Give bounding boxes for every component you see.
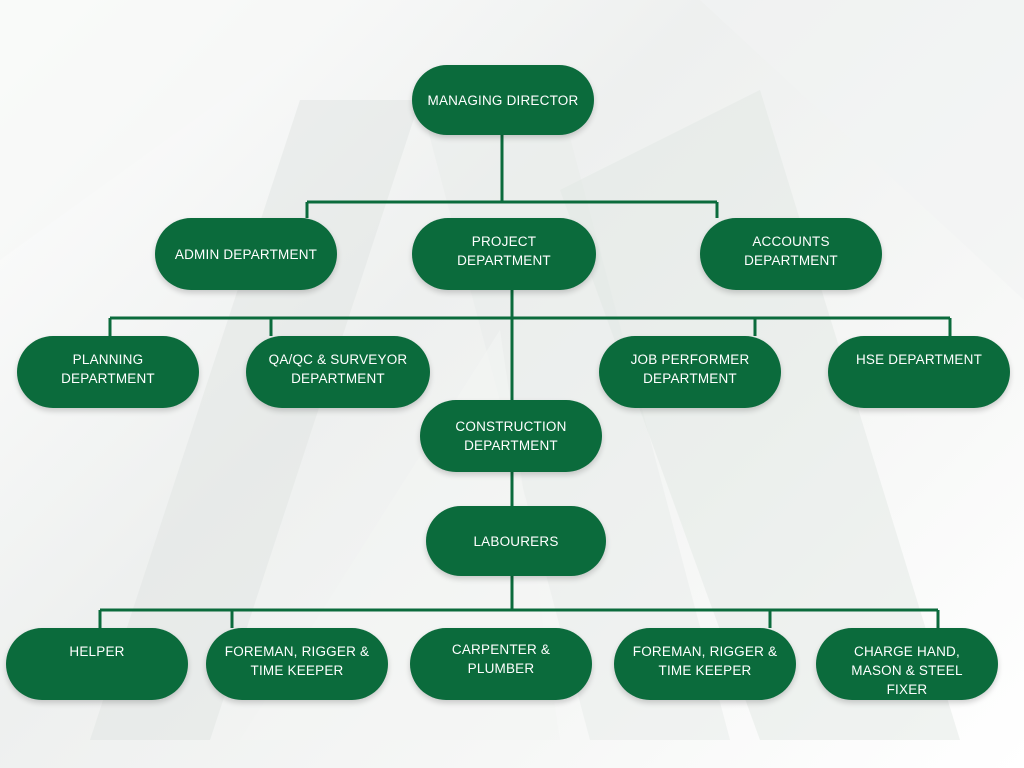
job-performer-department-label: JOB PERFORMER DEPARTMENT	[630, 352, 750, 386]
planning-department-label: PLANNING DEPARTMENT	[61, 352, 155, 386]
project-department-node: PROJECT DEPARTMENT	[412, 218, 596, 290]
job-performer-department-node: JOB PERFORMER DEPARTMENT	[599, 336, 781, 408]
admin-department-label: ADMIN DEPARTMENT	[174, 246, 318, 262]
carpenter-plumber-node: CARPENTER & PLUMBER	[410, 628, 592, 700]
qaqc-surveyor-department-node: QA/QC & SURVEYOR DEPARTMENT	[246, 336, 430, 408]
admin-department-node: ADMIN DEPARTMENT	[155, 218, 337, 290]
qaqc-surveyor-department-label: QA/QC & SURVEYOR DEPARTMENT	[268, 352, 408, 386]
foreman-rigger-timekeeper-node-1: FOREMAN, RIGGER & TIME KEEPER	[206, 628, 388, 700]
hse-department-node: HSE DEPARTMENT	[828, 336, 1010, 408]
construction-department-node: CONSTRUCTION DEPARTMENT	[420, 400, 602, 472]
foreman-rigger-timekeeper-label-2: FOREMAN, RIGGER & TIME KEEPER	[632, 644, 778, 678]
managing-director-label: MANAGING DIRECTOR	[427, 92, 579, 108]
planning-department-node: PLANNING DEPARTMENT	[17, 336, 199, 408]
construction-department-label: CONSTRUCTION DEPARTMENT	[455, 419, 567, 453]
helper-label: HELPER	[69, 644, 125, 659]
accounts-department-node: ACCOUNTS DEPARTMENT	[700, 218, 882, 290]
charge-hand-mason-steel-fixer-node: CHARGE HAND, MASON & STEEL FIXER	[816, 628, 998, 700]
accounts-department-label: ACCOUNTS DEPARTMENT	[744, 234, 838, 268]
hse-department-label: HSE DEPARTMENT	[855, 352, 983, 367]
carpenter-plumber-label: CARPENTER & PLUMBER	[451, 642, 551, 676]
labourers-node: LABOURERS	[426, 506, 606, 576]
foreman-rigger-timekeeper-label-1: FOREMAN, RIGGER & TIME KEEPER	[224, 644, 370, 678]
managing-director-node: MANAGING DIRECTOR	[412, 65, 594, 135]
charge-hand-mason-steel-fixer-label: CHARGE HAND, MASON & STEEL FIXER	[851, 644, 963, 697]
foreman-rigger-timekeeper-node-2: FOREMAN, RIGGER & TIME KEEPER	[614, 628, 796, 700]
labourers-label: LABOURERS	[473, 533, 559, 549]
helper-node: HELPER	[6, 628, 188, 700]
project-department-label: PROJECT DEPARTMENT	[457, 234, 551, 268]
